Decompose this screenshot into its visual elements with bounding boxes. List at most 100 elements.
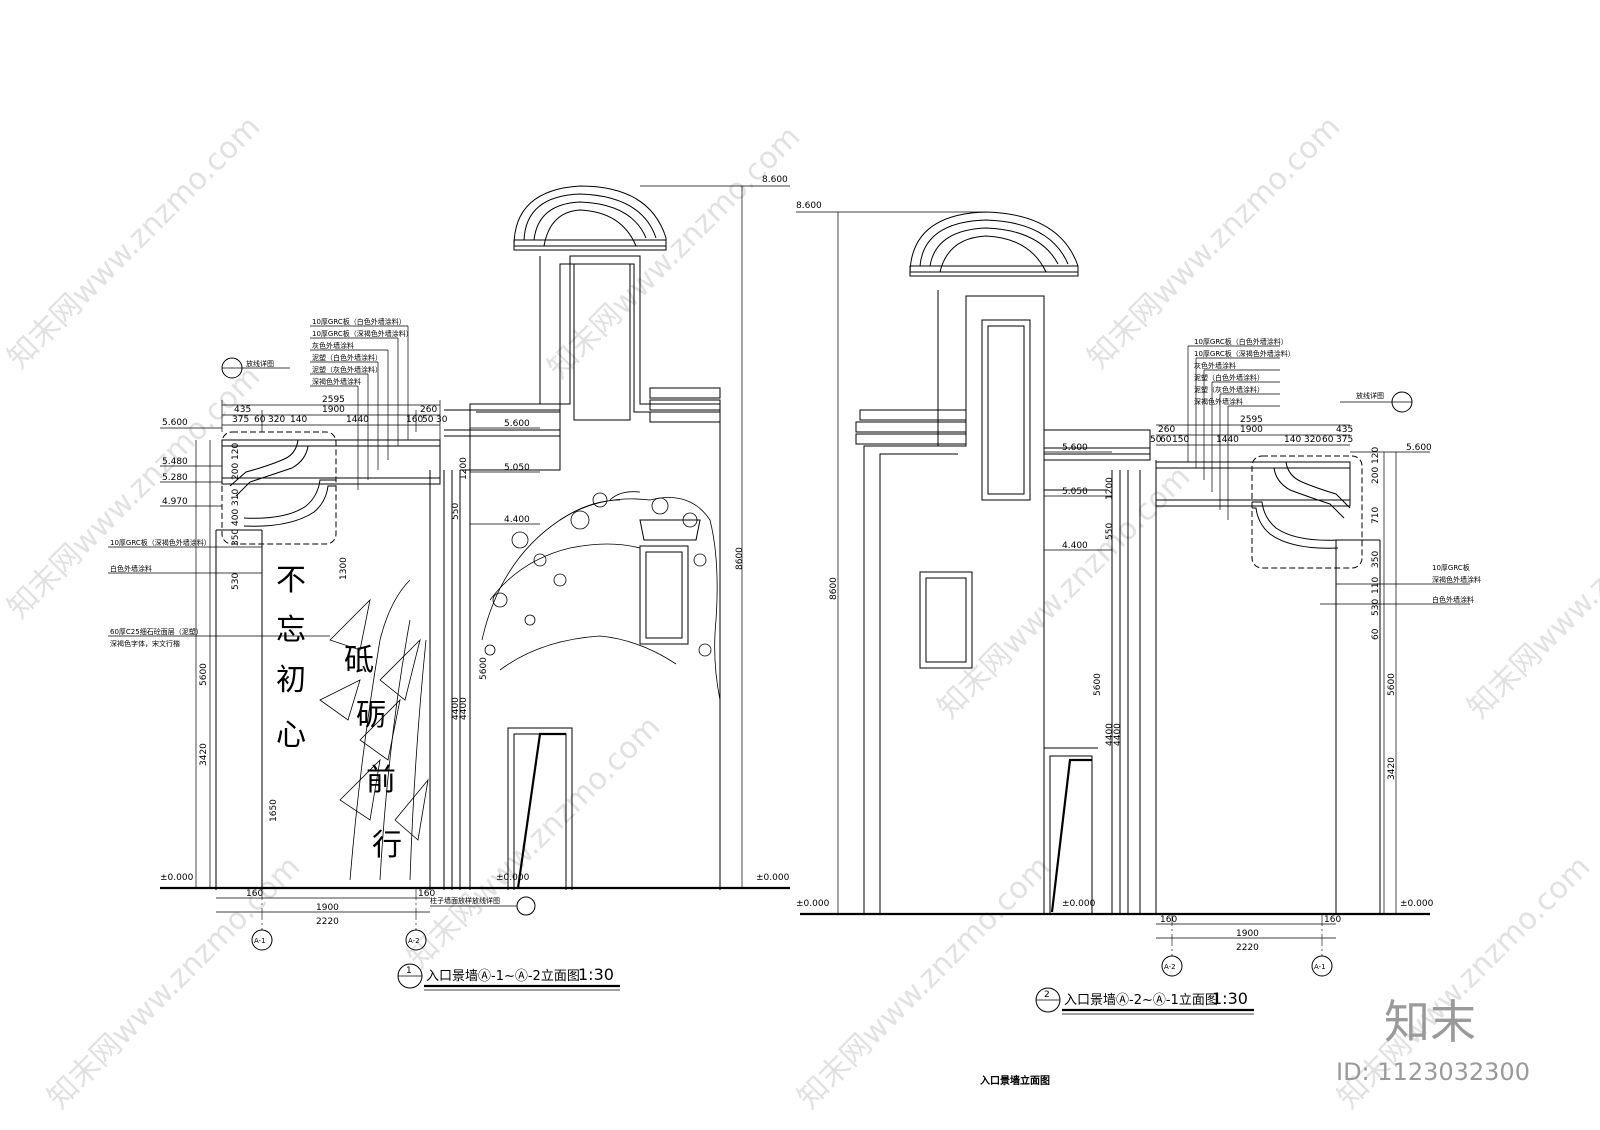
dim: 1440 [346, 415, 369, 425]
dim: 140 [1284, 435, 1301, 445]
view-title: 入口景墙Ⓐ-1~Ⓐ-2立面图 [426, 969, 580, 984]
calligraphy-char: 行 [372, 828, 402, 863]
dim: 160 [418, 889, 435, 899]
dim: 60 [1322, 435, 1334, 445]
calligraphy-column-1: 不 忘 初 心 砥 砺 前 行 [276, 563, 402, 863]
dim: 160 [1324, 915, 1341, 925]
brand-logo: 知末 [1384, 995, 1476, 1049]
bamboo-carving [319, 579, 429, 881]
note: 深褐色外墙涂料 [312, 377, 361, 386]
watermark-text: 知末网www.znzmo.com [1, 109, 267, 375]
dim: 8600 [735, 547, 745, 570]
calligraphy-char: 不 [276, 563, 306, 598]
dim: 5600 [1093, 673, 1103, 696]
watermark-text: 知末网www.znzmo.com [1081, 109, 1347, 375]
note: 10厚GRC板（白色外墙涂料） [1194, 337, 1288, 346]
elevation: ±0.000 [160, 873, 194, 883]
elevation: 5.280 [162, 473, 188, 483]
elevation-markers-2: 8.600 5.600 5.050 4.400 5.600 ±0.000 ±0.… [796, 201, 1434, 909]
dim: 4400 [1113, 723, 1123, 746]
dim: 260 [420, 405, 437, 415]
dim: 530 [231, 573, 241, 590]
dim: 1900 [322, 405, 345, 415]
dim: 400 [231, 509, 241, 526]
calligraphy-char: 前 [366, 763, 396, 798]
dim: 1200 [1105, 477, 1115, 500]
elevation: 5.600 [162, 418, 188, 428]
axis-bubble [1161, 955, 1183, 977]
tree-carving [481, 491, 721, 701]
note: 10厚GRC板 [1432, 563, 1470, 572]
view-scale: 1:30 [578, 965, 614, 984]
callout-label: 放线详图 [1356, 391, 1384, 400]
dim: 160 [406, 415, 423, 425]
watermark-text: 知末网www.znzmo.com [41, 849, 307, 1115]
dim: 1200 [459, 457, 469, 480]
elevation: 5.480 [162, 457, 188, 467]
dim: 550 [451, 503, 461, 520]
axis-label: A-2 [1164, 963, 1176, 971]
calligraphy-char: 砺 [356, 698, 386, 733]
dim: 2220 [1236, 943, 1259, 953]
elevation: 8.600 [796, 201, 822, 211]
note: 白色外墙涂料 [110, 564, 152, 573]
axis-bubble [251, 929, 273, 951]
watermark-text: 知末网www.znzmo.com [541, 119, 807, 385]
elevation: ±0.000 [1062, 899, 1096, 909]
dim: 5600 [199, 663, 209, 686]
dim: 5600 [1387, 673, 1397, 696]
view-number: 1 [406, 966, 412, 976]
view-title: 入口景墙Ⓐ-2~Ⓐ-1立面图 [1064, 993, 1218, 1008]
dim: 60 [1160, 435, 1172, 445]
watermark-text: 知末网www.znzmo.com [401, 709, 667, 975]
dim: 3420 [199, 743, 209, 766]
ornament-detail-box [221, 431, 337, 545]
dim: 1300 [339, 557, 349, 580]
elevation: ±0.000 [756, 873, 790, 883]
elevation: 4.400 [1062, 541, 1088, 551]
dim: 140 [290, 415, 307, 425]
elevation: 4.970 [162, 497, 188, 507]
image-id: ID: 1123032300 [1336, 1058, 1530, 1086]
dim: 120 [1371, 447, 1381, 464]
note: 10厚GRC板（深褐色外墙涂料） [110, 538, 211, 547]
dim: 4400 [1105, 723, 1115, 746]
note: 泥塑（灰色外墙涂料） [1194, 385, 1264, 394]
elevation: 5.050 [1062, 487, 1088, 497]
dim: 550 [1105, 523, 1115, 540]
dim: 1900 [316, 903, 339, 913]
note: 深褐色字体，宋文行楷 [110, 639, 180, 648]
axis-label: A-1 [1314, 963, 1326, 971]
dim: 4400 [451, 697, 461, 720]
dim: 1900 [1236, 929, 1259, 939]
dim: 4400 [459, 697, 469, 720]
calligraphy-char: 砥 [344, 643, 374, 678]
note: 灰色外墙涂料 [1194, 361, 1236, 370]
note: 10厚GRC板（白色外墙涂料） [312, 317, 406, 326]
note: 泥塑（白色外墙涂料） [312, 353, 382, 362]
dim: 1900 [1240, 425, 1263, 435]
dim: 350 [231, 529, 241, 546]
dim: 310 [231, 489, 241, 506]
dim: 2595 [322, 395, 345, 405]
axis-label: A-1 [254, 937, 266, 945]
watermark-text: 知末网www.znzmo.com [1, 359, 267, 625]
calligraphy-char: 忘 [276, 613, 306, 648]
dim: 200 [231, 463, 241, 480]
dim: 50 [422, 415, 434, 425]
view-number: 2 [1044, 990, 1050, 1000]
dim: 160 [246, 889, 263, 899]
material-notes-2: 10厚GRC板（白色外墙涂料） 10厚GRC板（深褐色外墙涂料） 灰色外墙涂料 … [1187, 337, 1481, 605]
dim: 30 [436, 415, 448, 425]
watermark-text: 知末网www.znzmo.com [1461, 459, 1600, 725]
dim: 2595 [1240, 415, 1263, 425]
dim: 50 [1150, 435, 1162, 445]
axis-label: A-2 [408, 937, 420, 945]
dim: 160 [1160, 915, 1177, 925]
callout-label: 放线详图 [246, 359, 274, 368]
window-frame [639, 545, 689, 645]
axis-bubble [405, 929, 427, 951]
elevation: 5.600 [1406, 443, 1432, 453]
elevation: ±0.000 [496, 873, 530, 883]
dim: 320 [268, 415, 285, 425]
